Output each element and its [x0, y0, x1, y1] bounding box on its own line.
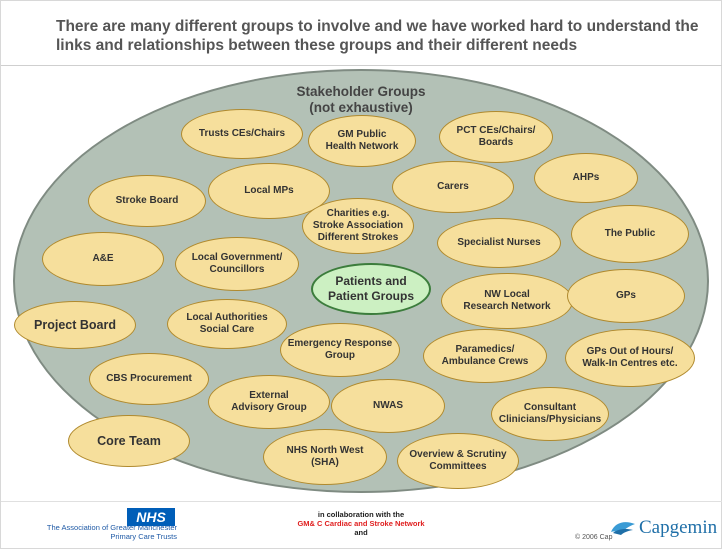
node-the-public: The Public — [571, 205, 689, 263]
node-paramedics: Paramedics/ Ambulance Crews — [423, 329, 547, 383]
node-project-board: Project Board — [14, 301, 136, 349]
association-text: The Association of Greater Manchester Pr… — [46, 523, 177, 541]
node-ahps: AHPs — [534, 153, 638, 203]
collab-line-3: and — [354, 528, 368, 537]
collab-line-1: in collaboration with the — [317, 510, 405, 519]
capgemini-spade-icon — [611, 522, 635, 535]
node-consultant-clinicians: Consultant Clinicians/Physicians — [491, 387, 609, 441]
node-local-authorities: Local Authorities Social Care — [167, 299, 287, 349]
node-overview-scrutiny: Overview & Scrutiny Committees — [397, 433, 519, 489]
node-gm-public-health: GM Public Health Network — [308, 115, 416, 167]
collaboration-text: in collaboration with the GM& C Cardiac … — [261, 510, 461, 537]
node-emergency-response: Emergency Response Group — [280, 323, 400, 377]
node-local-government: Local Government/ Councillors — [175, 237, 299, 291]
capgemini-logo: Capgemin — [609, 517, 717, 539]
node-stroke-board: Stroke Board — [88, 175, 206, 227]
slide-title: There are many different groups to invol… — [56, 18, 699, 54]
node-local-mps: Local MPs — [208, 163, 330, 219]
stakeholder-groups-heading: Stakeholder Groups (not exhaustive) — [296, 84, 426, 115]
node-gps: GPs — [567, 269, 685, 323]
node-pct-ces: PCT CEs/Chairs/ Boards — [439, 111, 553, 163]
node-gps-out-of-hours: GPs Out of Hours/ Walk-In Centres etc. — [565, 329, 695, 387]
node-patients-center: Patients and Patient Groups — [311, 263, 431, 315]
copyright-text: © 2006 Cap — [575, 534, 613, 541]
node-carers: Carers — [392, 161, 514, 213]
node-trusts-ces: Trusts CEs/Chairs — [181, 109, 303, 159]
node-nhs-north-west: NHS North West (SHA) — [263, 429, 387, 485]
node-cbs-procurement: CBS Procurement — [89, 353, 209, 405]
footer-divider — [1, 501, 722, 502]
node-nw-research-network: NW Local Research Network — [441, 273, 573, 329]
collab-line-2: GM& C Cardiac and Stroke Network — [297, 519, 425, 528]
nhs-logo: NHS — [127, 508, 175, 526]
node-nwas: NWAS — [331, 379, 445, 433]
node-core-team: Core Team — [68, 415, 190, 467]
node-charities: Charities e.g. Stroke Association Differ… — [302, 198, 414, 254]
title-divider — [1, 65, 722, 66]
node-specialist-nurses: Specialist Nurses — [437, 218, 561, 268]
node-external-advisory: External Advisory Group — [208, 375, 330, 429]
node-ae: A&E — [42, 232, 164, 286]
capgemini-wordmark: Capgemin — [639, 517, 718, 538]
